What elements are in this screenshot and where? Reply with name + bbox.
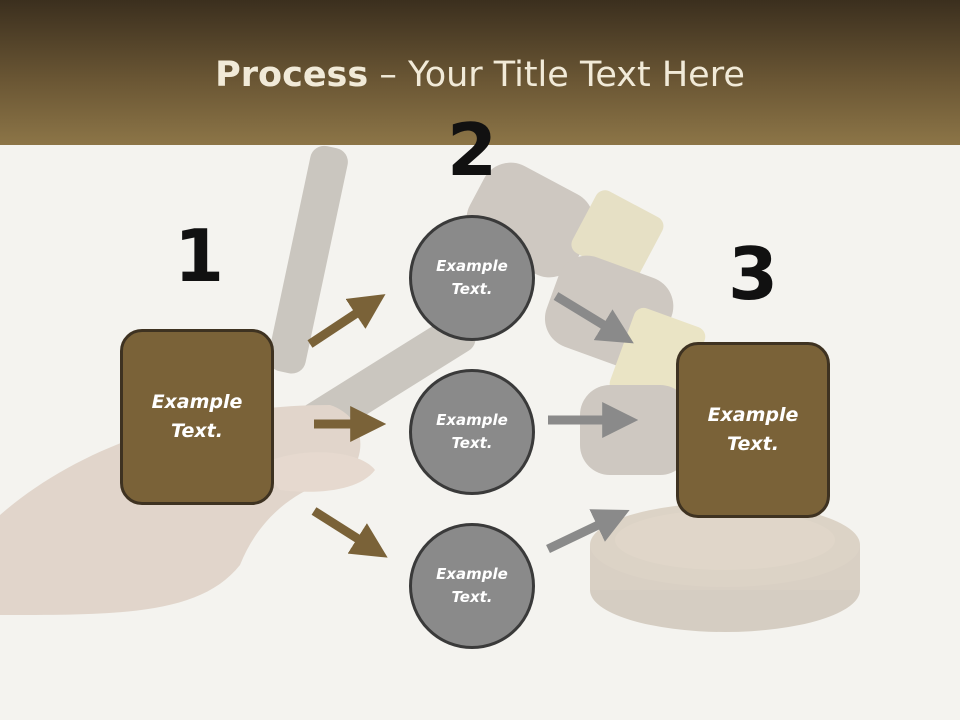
arrow-bottom-to-3 [546, 509, 630, 554]
circle-middle-label: Example Text. [436, 411, 508, 452]
title-bar [0, 0, 960, 145]
step-2-number: 2 [446, 108, 498, 192]
circle-bottom[interactable]: Example Text. [409, 523, 535, 649]
title-strong: Process [215, 55, 369, 95]
step-1-label: Example Text. [151, 391, 243, 442]
arrow-1-to-top [307, 294, 386, 348]
slide-title: Process – Your Title Text Here [0, 52, 960, 98]
circle-bottom-label: Example Text. [436, 565, 508, 606]
arrow-top-to-3 [553, 292, 634, 344]
arrow-1-to-bottom [311, 507, 388, 558]
circle-top[interactable]: Example Text. [409, 215, 535, 341]
step-3-number: 3 [727, 232, 779, 316]
step-1-number: 1 [173, 214, 225, 298]
circle-top-label: Example Text. [436, 257, 508, 298]
title-rest: – Your Title Text Here [368, 55, 745, 95]
step-3-box[interactable]: Example Text. [676, 342, 830, 518]
step-3-label: Example Text. [707, 404, 799, 455]
circle-middle[interactable]: Example Text. [409, 369, 535, 495]
step-1-box[interactable]: Example Text. [120, 329, 274, 505]
